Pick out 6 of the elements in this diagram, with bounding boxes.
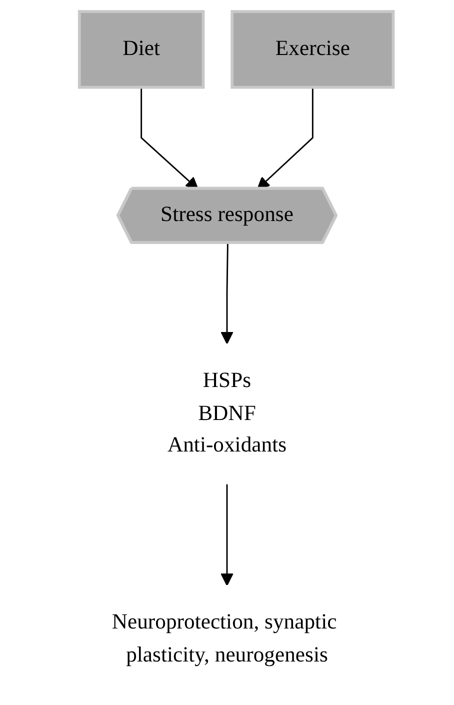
node-text: HSPs BDNF Anti-oxidants — [167, 369, 287, 458]
arrow — [220, 484, 234, 586]
node-text: Neuroprotection, synaptic plasticity, neurogenesis — [112, 611, 337, 667]
node-box: Exercise — [230, 10, 395, 89]
node-box: Diet — [78, 10, 205, 89]
arrow — [220, 243, 234, 344]
